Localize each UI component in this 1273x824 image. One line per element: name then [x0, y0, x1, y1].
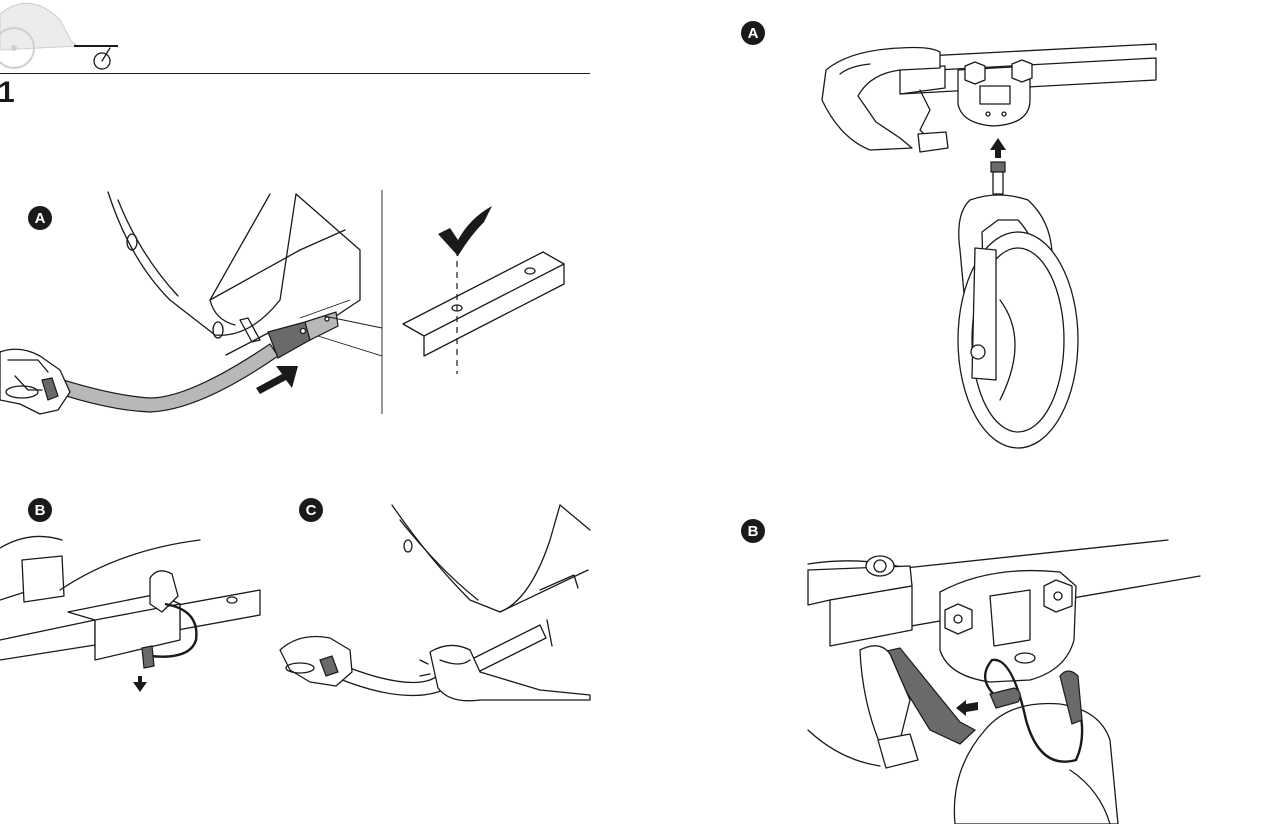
- badge-right-b: B: [741, 519, 765, 543]
- wheel-icon: [93, 47, 111, 70]
- arrow-icon: [990, 138, 1006, 158]
- arrow-icon: [256, 366, 298, 394]
- panel-left-c-illustration: [279, 504, 591, 702]
- step-number: 1: [0, 76, 15, 109]
- checkmark-icon: [438, 206, 492, 256]
- panel-left-a-illustration: [0, 190, 383, 415]
- panel-left-b-illustration: [0, 535, 261, 692]
- detail-inset: [402, 206, 565, 374]
- panel-right-a-illustration: [821, 43, 1157, 449]
- panel-right-b-illustration: [807, 539, 1201, 824]
- arrow-icon: [956, 700, 978, 716]
- badge-left-c: C: [299, 498, 323, 522]
- badge-right-a: A: [741, 21, 765, 45]
- badge-left-b: B: [28, 498, 52, 522]
- stroller-icon: [0, 2, 118, 69]
- badge-left-a: A: [28, 206, 52, 230]
- arrow-icon: [133, 676, 147, 692]
- header-rule: [0, 73, 590, 74]
